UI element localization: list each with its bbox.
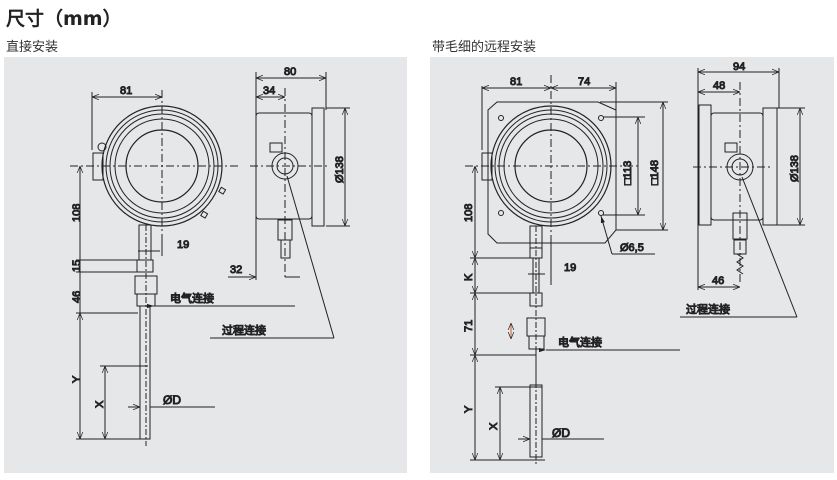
dim-113: □113 — [622, 161, 634, 185]
dim-34: 34 — [263, 85, 275, 97]
dim-74: 74 — [578, 76, 590, 88]
dim-81-remote: 81 — [510, 76, 522, 88]
front-view-remote — [465, 75, 640, 465]
dim-k: K — [463, 273, 475, 281]
front-view-direct — [70, 90, 240, 446]
label-process-connection: 过程连接 — [222, 324, 266, 337]
section-title-remote: 带毛细的远程安装 — [432, 40, 537, 55]
drawing-panel-direct — [4, 57, 407, 473]
dim-19-remote: 19 — [564, 262, 576, 274]
dim-80: 80 — [284, 66, 296, 78]
label-electrical-connection-remote: 电气连接 — [558, 335, 602, 349]
dim-y-remote: Y — [463, 405, 475, 413]
dim-46: 46 — [71, 291, 83, 303]
side-view-direct: 80 34 Ø138 32 过程连接 — [210, 66, 350, 339]
dim-15: 15 — [71, 260, 83, 272]
label-process-connection-remote: 过程连接 — [686, 303, 730, 316]
dim-32: 32 — [230, 264, 242, 276]
label-electrical-connection: 电气连接 — [170, 291, 214, 305]
dim-od: ØD — [163, 393, 181, 407]
dim-od-remote: ØD — [552, 426, 570, 440]
dimensions-direct: 81 108 15 46 Y X ØD 19 电气连接 — [71, 85, 295, 440]
dim-d6-5: Ø6,5 — [620, 242, 644, 254]
dim-x: X — [94, 400, 106, 408]
dim-108-remote: 108 — [463, 204, 475, 222]
page-title: 尺寸（mm） — [6, 8, 122, 30]
side-view-remote: 94 48 Ø138 46 过程连接 — [680, 61, 805, 318]
dim-19: 19 — [177, 239, 189, 251]
dim-46-remote: 46 — [712, 275, 724, 287]
dim-148: □148 — [649, 160, 661, 185]
dim-d138-direct: Ø138 — [334, 156, 346, 183]
dim-d138-remote: Ø138 — [789, 155, 801, 182]
dim-108: 108 — [71, 204, 83, 222]
dim-y: Y — [71, 375, 83, 383]
dim-x-remote: X — [488, 422, 500, 430]
dim-71: 71 — [463, 320, 475, 332]
dim-48: 48 — [713, 80, 725, 92]
section-title-direct: 直接安装 — [6, 40, 59, 55]
dim-94: 94 — [733, 61, 745, 73]
dim-81: 81 — [120, 85, 132, 97]
dimensions-remote: 81 74 □113 □148 Ø6,5 108 K 71 Y X ØD — [463, 76, 680, 461]
